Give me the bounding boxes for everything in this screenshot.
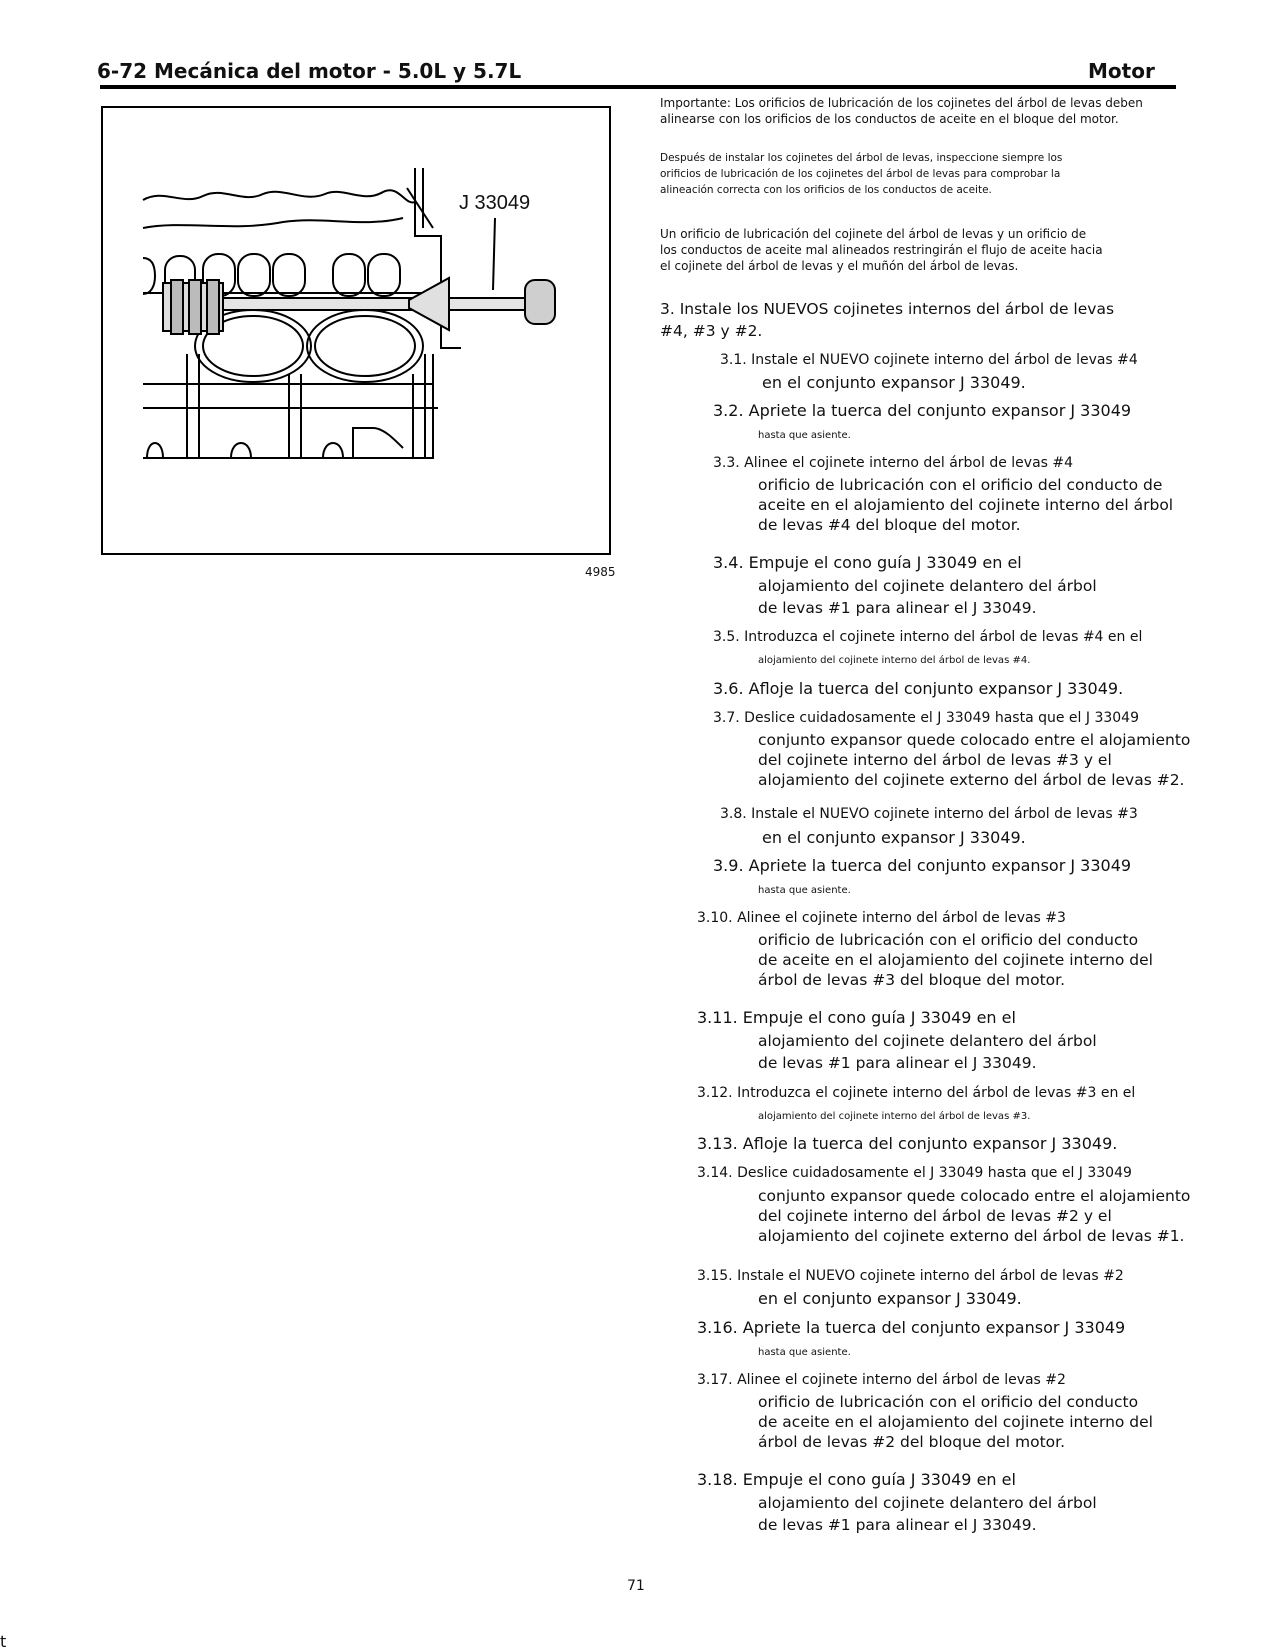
substep-3-3-cont: orificio de lubricación con el orificio … [758, 475, 1173, 535]
substep-3-13-line1: 3.13. Afloje la tuerca del conjunto expa… [697, 1134, 1118, 1153]
substep-3-2-line2: hasta que asiente. [758, 430, 851, 441]
page-number: 71 [627, 1578, 645, 1594]
substep-3-12-line2: alojamiento del cojinete interno del árb… [758, 1111, 1031, 1122]
note-line: los conductos de aceite mal alineados re… [660, 243, 1103, 257]
substep-3-1-line2: en el conjunto expansor J 33049. [762, 373, 1026, 392]
substep-line: conjunto expansor quede colocado entre e… [758, 1187, 1191, 1205]
substep-line: árbol de levas #2 del bloque del motor. [758, 1433, 1066, 1451]
note-line: Después de instalar los cojinetes del ár… [660, 152, 1063, 164]
note-line: orificios de lubricación de los cojinete… [660, 168, 1061, 180]
after-install-note: Después de instalar los cojinetes del ár… [660, 150, 1062, 198]
substep-line: alojamiento del cojinete delantero del á… [758, 1032, 1097, 1050]
substep-3-17-line1: 3.17. Alinee el cojinete interno del árb… [697, 1372, 1066, 1388]
substep-3-9-line1: 3.9. Apriete la tuerca del conjunto expa… [713, 856, 1132, 875]
substep-3-14-cont: conjunto expansor quede colocado entre e… [758, 1186, 1190, 1246]
substep-line: aceite en el alojamiento del cojinete in… [758, 496, 1174, 514]
header-rule [100, 85, 1176, 89]
substep-3-5-line1: 3.5. Introduzca el cojinete interno del … [713, 629, 1143, 645]
substep-line: orificio de lubricación con el orificio … [758, 476, 1163, 494]
step-3: 3. Instale los NUEVOS cojinetes internos… [660, 298, 1114, 342]
page-header-title: 6-72 Mecánica del motor - 5.0L y 5.7L [97, 59, 522, 83]
substep-3-10-line1: 3.10. Alinee el cojinete interno del árb… [697, 910, 1066, 926]
substep-3-2-line1: 3.2. Apriete la tuerca del conjunto expa… [713, 401, 1132, 420]
substep-3-16-line1: 3.16. Apriete la tuerca del conjunto exp… [697, 1318, 1126, 1337]
figure-number: 4985 [585, 565, 616, 579]
substep-3-10-cont: orificio de lubricación con el orificio … [758, 930, 1153, 990]
substep-3-4-line1: 3.4. Empuje el cono guía J 33049 en el [713, 553, 1022, 572]
misalignment-note: Un orificio de lubricación del cojinete … [660, 226, 1103, 274]
substep-3-8-line1: 3.8. Instale el NUEVO cojinete interno d… [720, 806, 1138, 822]
substep-line: alojamiento del cojinete externo del árb… [758, 771, 1185, 789]
substep-3-6-line1: 3.6. Afloje la tuerca del conjunto expan… [713, 679, 1124, 698]
substep-3-15-line2: en el conjunto expansor J 33049. [758, 1289, 1022, 1308]
substep-line: orificio de lubricación con el orificio … [758, 931, 1139, 949]
substep-3-4-cont: alojamiento del cojinete delantero del á… [758, 575, 1097, 619]
substep-3-15-line1: 3.15. Instale el NUEVO cojinete interno … [697, 1268, 1124, 1284]
substep-line: de levas #1 para alinear el J 33049. [758, 599, 1037, 617]
note-line: Importante: Los orificios de lubricación… [660, 96, 1143, 110]
substep-line: alojamiento del cojinete delantero del á… [758, 1494, 1097, 1512]
tool-callout-label: J 33049 [459, 192, 531, 214]
substep-3-18-cont: alojamiento del cojinete delantero del á… [758, 1492, 1097, 1536]
note-line: el cojinete del árbol de levas y el muñó… [660, 259, 1019, 273]
note-line: alinearse con los orificios de los condu… [660, 112, 1119, 126]
figure-frame: J 33049 [101, 106, 611, 555]
substep-line: de levas #1 para alinear el J 33049. [758, 1054, 1037, 1072]
substep-line: de levas #1 para alinear el J 33049. [758, 1516, 1037, 1534]
substep-line: orificio de lubricación con el orificio … [758, 1393, 1139, 1411]
step-line: #4, #3 y #2. [660, 322, 763, 340]
substep-3-3-line1: 3.3. Alinee el cojinete interno del árbo… [713, 455, 1074, 471]
substep-line: de aceite en el alojamiento del cojinete… [758, 951, 1153, 969]
substep-line: de levas #4 del bloque del motor. [758, 516, 1021, 534]
substep-3-7-line1: 3.7. Deslice cuidadosamente el J 33049 h… [713, 710, 1139, 726]
corner-mark: t [0, 1632, 7, 1651]
substep-line: conjunto expansor quede colocado entre e… [758, 731, 1191, 749]
substep-line: del cojinete interno del árbol de levas … [758, 1207, 1112, 1225]
important-note: Importante: Los orificios de lubricación… [660, 95, 1143, 127]
substep-line: de aceite en el alojamiento del cojinete… [758, 1413, 1153, 1431]
substep-3-8-line2: en el conjunto expansor J 33049. [762, 828, 1026, 847]
substep-line: alojamiento del cojinete delantero del á… [758, 577, 1097, 595]
substep-3-7-cont: conjunto expansor quede colocado entre e… [758, 730, 1190, 790]
note-line: alineación correcta con los orificios de… [660, 184, 992, 196]
substep-line: árbol de levas #3 del bloque del motor. [758, 971, 1066, 989]
substep-3-1-line1: 3.1. Instale el NUEVO cojinete interno d… [720, 352, 1138, 368]
substep-3-5-line2: alojamiento del cojinete interno del árb… [758, 655, 1031, 666]
engine-block-illustration [142, 168, 556, 459]
substep-line: alojamiento del cojinete externo del árb… [758, 1227, 1185, 1245]
substep-3-17-cont: orificio de lubricación con el orificio … [758, 1392, 1153, 1452]
substep-3-11-cont: alojamiento del cojinete delantero del á… [758, 1030, 1097, 1074]
substep-3-11-line1: 3.11. Empuje el cono guía J 33049 en el [697, 1008, 1016, 1027]
step-line: 3. Instale los NUEVOS cojinetes internos… [660, 300, 1115, 318]
substep-3-9-line2: hasta que asiente. [758, 885, 851, 896]
substep-3-14-line1: 3.14. Deslice cuidadosamente el J 33049 … [697, 1165, 1132, 1181]
substep-line: del cojinete interno del árbol de levas … [758, 751, 1112, 769]
note-line: Un orificio de lubricación del cojinete … [660, 227, 1087, 241]
page-header-section: Motor [1088, 59, 1155, 83]
substep-3-16-line2: hasta que asiente. [758, 1347, 851, 1358]
substep-3-12-line1: 3.12. Introduzca el cojinete interno del… [697, 1085, 1136, 1101]
substep-3-18-line1: 3.18. Empuje el cono guía J 33049 en el [697, 1470, 1016, 1489]
